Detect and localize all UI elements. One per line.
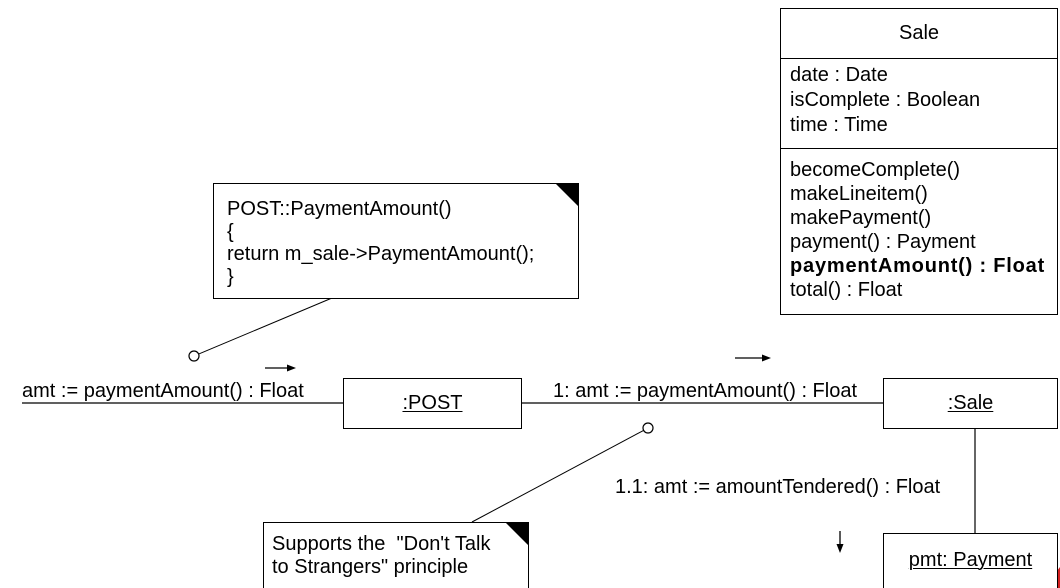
note-code-anchor-circle [188, 350, 200, 362]
object-post: :POST [343, 378, 522, 429]
attribute-item: isComplete : Boolean [790, 89, 981, 111]
operation-item: becomeComplete() [790, 159, 961, 181]
object-sale: :Sale [883, 378, 1058, 429]
object-post-name: :POST [402, 392, 463, 414]
message-incoming: amt := paymentAmount() : Float [22, 380, 304, 402]
message-post-to-sale: 1: amt := paymentAmount() : Float [553, 380, 858, 402]
class-operations: becomeComplete() makeLineitem() makePaym… [781, 149, 1057, 302]
object-payment-label: pmt: Payment [884, 534, 1057, 586]
object-payment-name: pmt: Payment [908, 549, 1033, 571]
class-sale: Sale date : Date isComplete : Boolean ti… [780, 8, 1058, 315]
operation-item: total() : Float [790, 279, 903, 301]
object-payment: pmt: Payment [883, 533, 1058, 588]
note-principle-anchor-circle [642, 422, 654, 434]
object-sale-label: :Sale [884, 379, 1057, 428]
note-principle-anchor-line [471, 429, 644, 523]
attribute-item: date : Date [790, 64, 888, 86]
object-sale-name: :Sale [947, 392, 994, 414]
message-sale-to-payment: 1.1: amt := amountTendered() : Float [615, 476, 941, 498]
note-principle: Supports the "Don't Talk to Strangers" p… [263, 522, 529, 588]
attribute-item: time : Time [790, 114, 888, 136]
note-principle-line: Supports the "Don't Talk [272, 533, 491, 555]
note-folded-corner-icon [555, 183, 579, 207]
arrow-down-icon [836, 531, 844, 553]
operation-item: payment() : Payment [790, 231, 976, 253]
class-attributes: date : Date isComplete : Boolean time : … [781, 59, 1057, 149]
object-post-label: :POST [344, 379, 521, 428]
operation-item: makeLineitem() [790, 183, 928, 205]
arrow-right-icon [735, 354, 771, 362]
note-code-line: { [227, 220, 234, 243]
note-code-line: } [227, 265, 234, 288]
note-code-anchor-line [198, 297, 333, 355]
note-folded-corner-icon [505, 522, 529, 546]
operation-item: makePayment() [790, 207, 932, 229]
note-code-line: return m_sale->PaymentAmount(); [227, 243, 535, 265]
arrow-right-icon [265, 364, 296, 372]
class-name: Sale [781, 9, 1057, 59]
operation-item-highlighted: paymentAmount() : Float [790, 255, 1046, 277]
note-code: POST::PaymentAmount() { return m_sale->P… [213, 183, 579, 299]
note-code-line: POST::PaymentAmount() [227, 198, 452, 220]
note-principle-line: to Strangers" principle [272, 556, 469, 578]
